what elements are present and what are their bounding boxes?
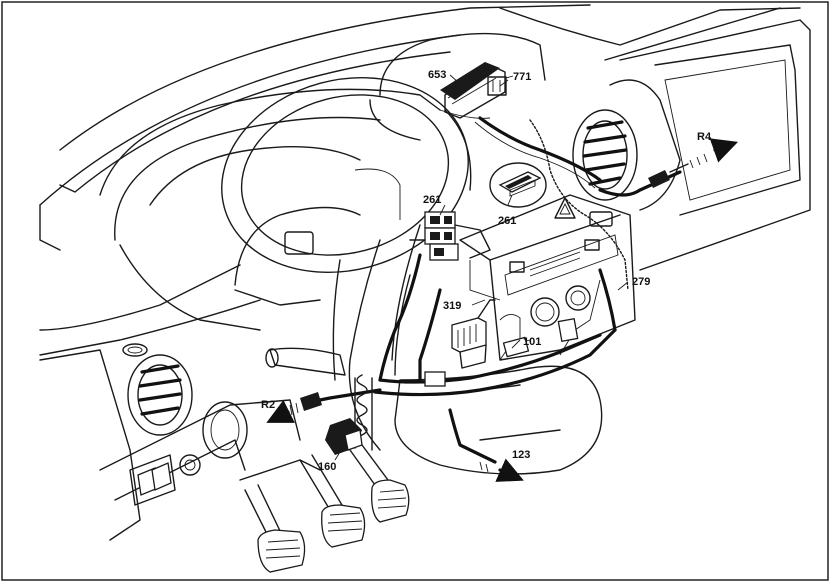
connector-261-console [489, 162, 547, 208]
label-319: 319 [443, 300, 461, 312]
connector-r4 [648, 138, 739, 188]
label-r2: R2 [261, 399, 275, 411]
instrument-cluster-hood [99, 88, 441, 331]
wiring-harness-main [308, 170, 682, 464]
label-261-column: 261 [423, 194, 441, 206]
connector-r2 [266, 392, 322, 423]
label-653: 653 [428, 69, 446, 81]
label-123: 123 [512, 449, 530, 461]
connector-319 [451, 299, 496, 369]
dashboard-top-outline [39, 4, 801, 356]
wiring-harness-upper [474, 116, 629, 291]
right-air-vent [572, 109, 638, 201]
dashboard-right-panel [609, 19, 811, 271]
relay-160 [325, 418, 363, 455]
label-101: 101 [523, 336, 541, 348]
connector-261-column [409, 211, 491, 261]
connector-123 [479, 458, 524, 482]
pedals [244, 444, 410, 573]
label-160: 160 [318, 461, 336, 473]
label-261-console: 261 [498, 215, 516, 227]
left-air-vent [122, 343, 193, 436]
label-r4: R4 [697, 131, 712, 143]
leader-lines [334, 79, 629, 461]
label-771: 771 [513, 71, 531, 83]
label-279: 279 [632, 276, 650, 288]
steering-column [265, 259, 411, 381]
steering-wheel [221, 77, 603, 475]
lower-left-dashboard [39, 349, 321, 541]
